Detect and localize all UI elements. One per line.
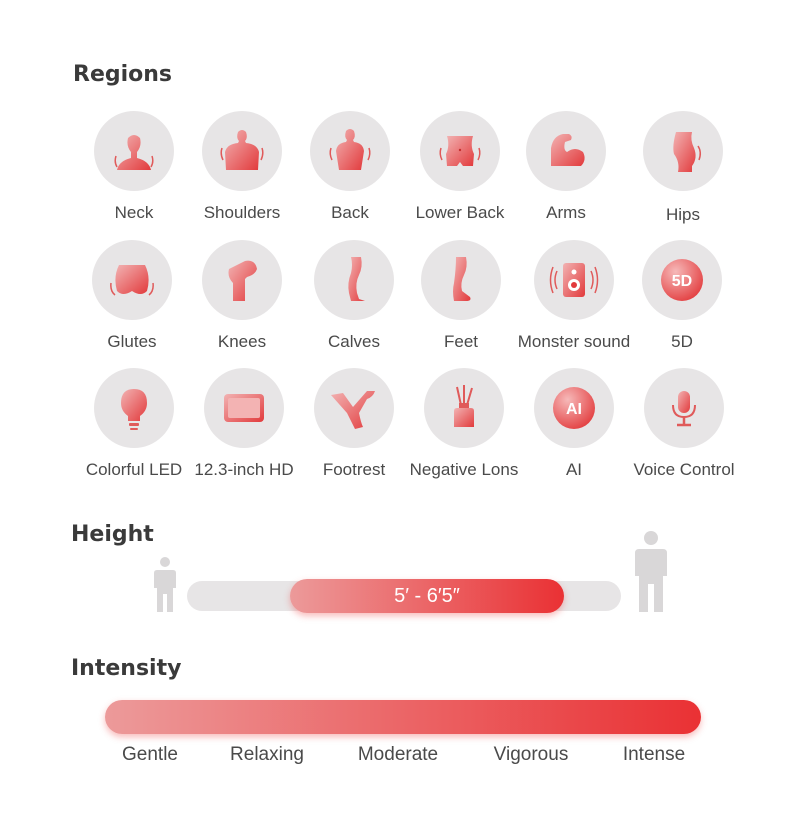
- region-icon-circle: [421, 240, 501, 320]
- height-range-indicator[interactable]: 5′ - 6′5″: [290, 579, 564, 613]
- region-label: Arms: [546, 203, 586, 222]
- feature-monster-sound[interactable]: Monster sound: [509, 240, 639, 352]
- knees-icon: [228, 260, 257, 301]
- short-person-icon: [154, 557, 176, 612]
- calves-icon: [348, 257, 365, 301]
- region-icon-circle: [526, 111, 606, 191]
- feature-voice-control[interactable]: Voice Control: [619, 368, 749, 480]
- region-label: Glutes: [107, 332, 157, 351]
- region-label: Negative Lons: [409, 460, 519, 479]
- height-range-label: 5′ - 6′5″: [394, 584, 460, 607]
- region-label: Colorful LED: [85, 460, 183, 479]
- regions-title: Regions: [73, 62, 173, 87]
- region-icon-circle: AI: [534, 368, 614, 448]
- region-icon-circle: [644, 368, 724, 448]
- region-back[interactable]: Back: [285, 111, 415, 223]
- 5d-badge-icon: 5D: [661, 259, 703, 301]
- intensity-level-moderate: Moderate: [357, 744, 439, 765]
- region-icon-circle: [314, 368, 394, 448]
- feature-hd-screen[interactable]: 12.3-inch HD: [179, 368, 309, 480]
- tall-person-icon: [635, 531, 667, 612]
- diffuser-icon: [454, 385, 474, 427]
- intensity-title: Intensity: [71, 656, 182, 681]
- lower-back-icon: [439, 136, 481, 166]
- region-icon-circle: [94, 111, 174, 191]
- region-icon-circle: [643, 111, 723, 191]
- region-label: Lower Back: [415, 203, 505, 222]
- intensity-level-relaxing: Relaxing: [230, 744, 304, 765]
- region-icon-circle: [202, 240, 282, 320]
- neck-icon: [114, 135, 154, 170]
- region-icon-circle: [314, 240, 394, 320]
- intensity-level-gentle: Gentle: [122, 744, 178, 765]
- region-label: 12.3-inch HD: [194, 460, 294, 479]
- region-label: Calves: [328, 332, 380, 351]
- feature-colorful-led[interactable]: Colorful LED: [69, 368, 199, 480]
- 5d-badge-text: 5D: [672, 273, 692, 290]
- region-label: AI: [565, 460, 583, 479]
- feature-ai[interactable]: AI AI: [509, 368, 639, 480]
- hips-icon: [673, 132, 702, 172]
- intensity-level-vigorous: Vigorous: [493, 744, 569, 765]
- region-feet[interactable]: Feet: [396, 240, 526, 352]
- region-hips[interactable]: Hips: [618, 111, 748, 225]
- region-icon-circle: [310, 111, 390, 191]
- region-calves[interactable]: Calves: [289, 240, 419, 352]
- glutes-icon: [110, 265, 154, 296]
- region-neck[interactable]: Neck: [69, 111, 199, 223]
- region-icon-circle: [420, 111, 500, 191]
- ai-badge-icon: AI: [553, 387, 595, 429]
- intensity-level-intense: Intense: [622, 744, 686, 765]
- region-icon-circle: [94, 368, 174, 448]
- region-icon-circle: [204, 368, 284, 448]
- height-title: Height: [71, 522, 154, 547]
- shoulders-icon: [220, 130, 264, 170]
- feature-footrest[interactable]: Footrest: [289, 368, 419, 480]
- microphone-icon: [672, 391, 696, 427]
- region-label: Hips: [665, 205, 700, 224]
- region-label: Neck: [114, 203, 154, 222]
- region-lower-back[interactable]: Lower Back: [395, 111, 525, 223]
- feature-5d[interactable]: 5D 5D: [617, 240, 747, 352]
- ai-badge-text: AI: [566, 401, 582, 418]
- feature-negative-ions[interactable]: Negative Lons: [399, 368, 529, 480]
- region-shoulders[interactable]: Shoulders: [177, 111, 307, 223]
- region-icon-circle: 5D: [642, 240, 722, 320]
- back-icon: [329, 129, 371, 170]
- region-knees[interactable]: Knees: [177, 240, 307, 352]
- screen-icon: [224, 394, 264, 422]
- intensity-scale: Gentle Relaxing Moderate Vigorous Intens…: [105, 744, 701, 768]
- region-label: Knees: [217, 332, 267, 351]
- region-label: Back: [331, 203, 369, 222]
- region-icon-circle: [534, 240, 614, 320]
- speaker-icon: [549, 263, 599, 297]
- region-icon-circle: [424, 368, 504, 448]
- footrest-icon: [331, 391, 375, 429]
- region-label: 5D: [671, 332, 693, 351]
- region-glutes[interactable]: Glutes: [67, 240, 197, 352]
- light-bulb-icon: [121, 389, 147, 430]
- region-label: Footrest: [322, 460, 386, 479]
- region-label: Monster sound: [517, 332, 631, 351]
- intensity-bar[interactable]: [105, 700, 701, 734]
- arms-icon: [551, 134, 585, 166]
- region-arms[interactable]: Arms: [501, 111, 631, 223]
- region-icon-circle: [202, 111, 282, 191]
- feet-icon: [453, 257, 471, 301]
- region-label: Feet: [443, 332, 479, 351]
- region-label: Shoulders: [203, 203, 281, 222]
- region-label: Voice Control: [633, 460, 735, 479]
- region-icon-circle: [92, 240, 172, 320]
